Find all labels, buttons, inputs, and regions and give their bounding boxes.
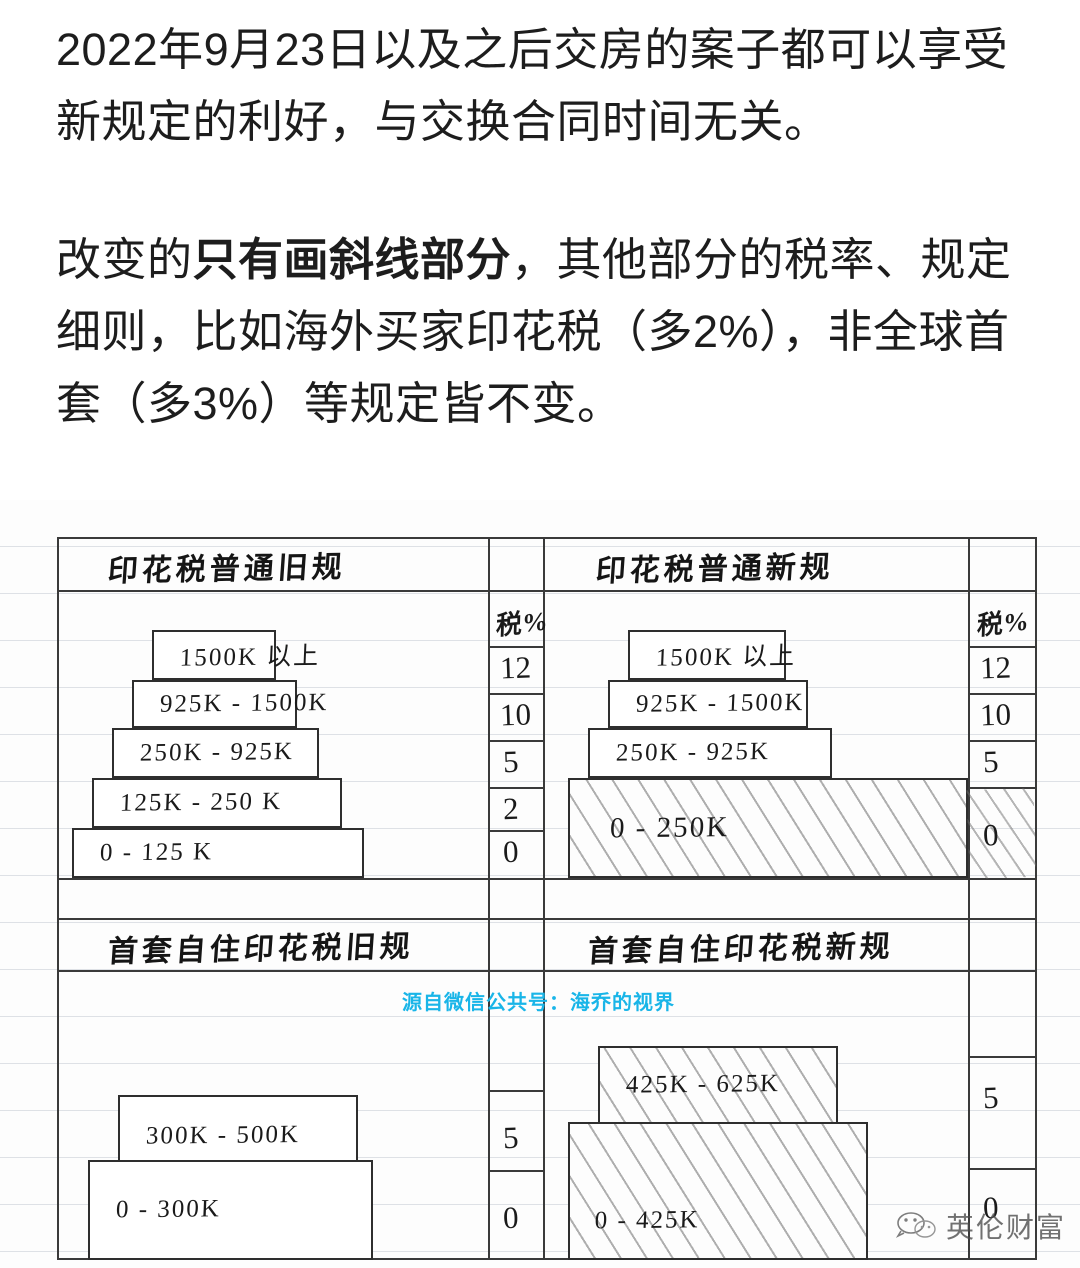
grid-line-title-bottom-bottom [57,970,1037,972]
band-label: 0 - 300K [115,1195,222,1224]
band-label: 425K - 625K [625,1070,781,1099]
grid-line-mid-upper [57,878,1037,880]
rate-sep-l2 [488,693,543,695]
grid-line-left-edge [57,537,59,1259]
grid-line-mid-lower [57,918,1037,920]
rate-sep-l4 [488,787,543,789]
band-label: 0 - 425K [594,1206,701,1235]
panel-title-stamp-duty-standard-old: 印花税普通旧规 [106,550,347,589]
rate-sep-bl1 [488,1090,543,1092]
paragraph-suffix: ，其他部分的税率、规定细则，比如海外买家印花税（多2%），非全球首套（多3%）等… [56,234,1012,429]
rate-new-0: 0 [966,787,1037,880]
paragraph-effective-date: 2022年9月23日以及之后交房的案子都可以享受新规定的利好，与交换合同时间无关… [56,24,1009,147]
grid-line-title-bottom-top [57,590,1037,592]
band-old-0-125k: 0 - 125 K [72,828,364,878]
paragraph-what-changed: 改变的只有画斜线部分，其他部分的税率、规定细则，比如海外买家印花税（多2%），非… [56,224,1036,440]
band-old-250k-925k: 250K - 925K [112,728,319,778]
rate-sep-l5 [488,830,543,832]
band-label: 300K - 500K [145,1121,301,1150]
rate-sep-l1 [488,646,543,648]
band-old-925k-1500k: 925K - 1500K [132,680,329,728]
band-label: 250K - 925K [139,738,295,767]
band-label: 125K - 250 K [119,788,283,817]
handwritten-tax-table-image: 印花税普通旧规 税% 1500K 以上 925K - 1500K 250K - … [0,500,1080,1268]
band-label: 250K - 925K [615,738,771,767]
band-label: 925K - 1500K [159,688,330,718]
account-logo: 英伦财富 [895,1206,1066,1246]
rate-old-5: 5 [502,743,520,780]
rate-sep-l3 [488,740,543,742]
band-label: 925K - 1500K [635,688,806,718]
rate-column-header-left: 税% [495,606,549,641]
rate-column-header-right: 税% [976,606,1030,641]
band-label: 1500K 以上 [655,643,797,672]
account-name: 英伦财富 [945,1213,1066,1244]
wechat-icon [895,1211,938,1241]
band-label: 0 - 250K [609,810,730,844]
band-old-125k-250k: 125K - 250 K [92,778,342,828]
source-watermark: 源自微信公共号：海乔的视界 [402,992,675,1014]
band-new-1500k-plus: 1500K 以上 [628,630,797,680]
paragraph-prefix: 改变的 [56,234,193,285]
band-fh-new-0-425k-highlighted: 0 - 425K [568,1122,868,1260]
rate-sep-r3 [968,740,1035,742]
panel-title-first-home-new: 首套自住印花税新规 [586,930,895,969]
band-new-0-250k-highlighted: 0 - 250K [568,778,968,878]
band-fh-new-425k-625k-highlighted: 425K - 625K [598,1046,838,1124]
rate-old-0: 0 [502,833,520,870]
rate-sep-br2 [968,1168,1035,1170]
band-new-250k-925k: 250K - 925K [588,728,832,778]
rate-fh-old-5: 5 [502,1119,520,1156]
grid-line-bottom [57,1258,1037,1260]
band-label: 0 - 125 K [99,838,214,867]
rate-new-5: 5 [982,743,1000,780]
rate-sep-br1 [968,1056,1035,1058]
rate-fh-old-0: 0 [502,1199,520,1236]
grid-line-rate-col-right-1 [543,537,545,1259]
rate-sep-r1 [968,646,1035,648]
rate-old-10: 10 [499,696,532,733]
rate-old-2: 2 [502,790,520,827]
grid-line-rate-col-left-1 [488,537,490,1259]
band-new-925k-1500k: 925K - 1500K [608,680,808,728]
rate-new-10: 10 [979,696,1012,733]
article-text-block: 2022年9月23日以及之后交房的案子都可以享受新规定的利好，与交换合同时间无关… [56,14,1036,440]
band-old-1500k-plus: 1500K 以上 [152,630,321,680]
rate-sep-bl2 [488,1170,543,1172]
rate-old-12: 12 [499,649,532,686]
grid-line-rate-col-left-2 [968,537,970,1259]
grid-line-right-edge [1035,537,1037,1259]
rate-new-12: 12 [979,649,1012,686]
panel-title-first-home-old: 首套自住印花税旧规 [106,930,415,969]
band-fh-old-0-300k: 0 - 300K [88,1160,373,1260]
panel-title-stamp-duty-standard-new: 印花税普通新规 [594,550,835,589]
rate-fh-new-5: 5 [982,1079,1000,1116]
grid-line-top [57,537,1037,539]
paragraph-emphasis: 只有画斜线部分 [192,234,512,285]
band-label: 1500K 以上 [179,643,321,672]
rate-sep-r2 [968,693,1035,695]
